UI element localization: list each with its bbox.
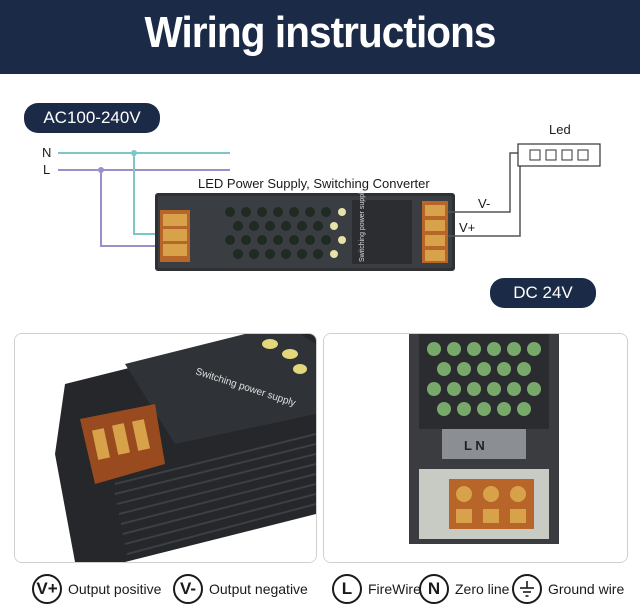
- legend-output-positive: V+ Output positive: [32, 572, 161, 606]
- v-plus-symbol: V+: [32, 574, 62, 604]
- legend-label: Output positive: [68, 581, 162, 597]
- wire-l-label: L: [43, 162, 51, 177]
- vent-grid: [225, 207, 331, 259]
- legend-label: FireWire: [368, 581, 421, 597]
- n-symbol: N: [419, 574, 449, 604]
- header-banner: Wiring instructions: [0, 0, 640, 74]
- legend-ground-wire: Ground wire: [512, 572, 624, 606]
- device-caption: LED Power Supply, Switching Converter: [198, 176, 430, 191]
- terminal-letters: L N: [464, 438, 485, 453]
- led-label: Led: [549, 122, 571, 137]
- v-minus-symbol: V-: [173, 574, 203, 604]
- device-label-plate: [352, 200, 412, 264]
- device-printed-text: Switching power supply: [359, 188, 366, 262]
- device-angled-photo: Switching power supply: [15, 334, 316, 562]
- v-plus-label: V+: [459, 220, 476, 235]
- terminal-cover: [442, 429, 526, 459]
- legend-zero-line: N Zero line: [419, 572, 509, 606]
- page-title: Wiring instructions: [144, 8, 497, 57]
- v-minus-label: V-: [478, 196, 491, 211]
- legend-label: Ground wire: [548, 581, 625, 597]
- legend-firewire: L FireWire: [332, 572, 421, 606]
- output-voltage-badge: DC 24V: [490, 278, 596, 308]
- photo-left-angle-view: Switching power supply: [14, 333, 317, 563]
- input-voltage-badge: AC100-240V: [24, 103, 160, 133]
- wiring-diagram: Switching power supply: [58, 143, 601, 271]
- legend-output-negative: V- Output negative: [173, 572, 308, 606]
- legend-label: Zero line: [455, 581, 510, 597]
- wire-n-label: N: [42, 145, 52, 160]
- led-strip: [517, 143, 601, 167]
- wire-l-drop: [100, 170, 172, 247]
- device-top-photo: L N: [324, 334, 627, 562]
- ground-icon: [512, 574, 542, 604]
- photo-right-top-view: L N: [323, 333, 628, 563]
- l-symbol: L: [332, 574, 362, 604]
- legend-label: Output negative: [209, 581, 308, 597]
- power-supply-unit: Switching power supply: [155, 188, 455, 271]
